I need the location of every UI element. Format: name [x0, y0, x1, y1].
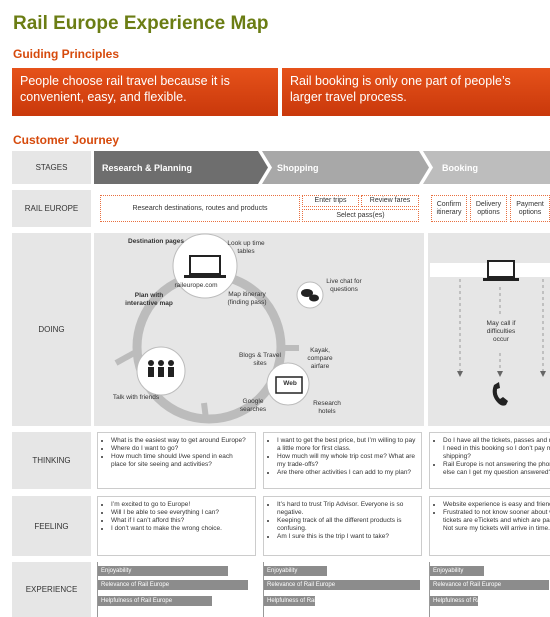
stage-shopping: Shopping [277, 162, 319, 173]
list-item: I’m excited to go to Europe! [111, 501, 250, 509]
list-item: else can I get my question answered? [443, 469, 550, 476]
label-kayak: Kayak, compare airfare [307, 347, 333, 370]
customer-journey-heading: Customer Journey [13, 133, 120, 147]
list-item: I don’t want to make the wrong choice. [111, 525, 250, 533]
label-google: Google searches [239, 398, 267, 413]
list-item: Am I sure this is the trip I want to tak… [277, 533, 416, 541]
principle-1: People choose rail travel because it is … [12, 68, 278, 116]
phone-icon [492, 382, 508, 406]
thinking-card-booking: Do I have all the tickets, passes and m … [429, 432, 550, 489]
label-plan-map: Plan with interactive map [125, 292, 173, 307]
thinking-card-shopping: I want to get the best price, but I’m wi… [263, 432, 422, 489]
list-item: How much will my whole trip cost me? Wha… [277, 453, 416, 469]
list-item: Not sure my tickets will arrive in time. [443, 525, 550, 532]
enjoyability-bar: Enjoyability [430, 566, 484, 576]
row-label-doing: DOING [12, 233, 91, 426]
rail-europe-select-passes: Select pass(es) [302, 209, 419, 222]
doing-booking-diagram [430, 260, 550, 406]
page-title: Rail Europe Experience Map [13, 13, 269, 34]
thinking-card-research: What is the easiest way to get around Eu… [97, 432, 256, 489]
row-label-thinking: THINKING [12, 432, 91, 489]
list-item: Website experience is easy and friend [443, 501, 550, 509]
row-label-feeling: FEELING [12, 496, 91, 556]
row-label-rail-europe: RAIL EUROPE [12, 190, 91, 227]
chat-icon [301, 289, 319, 302]
relevance-bar: Relevance of Rail Europe [264, 580, 420, 590]
row-label-experience: EXPERIENCE [12, 562, 91, 617]
list-item: shipping? [443, 453, 471, 460]
list-item: Are there other activities I can add to … [277, 469, 416, 477]
list-item: What if I can’t afford this? [111, 517, 250, 525]
label-web: Web [283, 380, 297, 387]
principle-2: Rail booking is only one part of people’… [282, 68, 550, 116]
list-item: Will I be able to see everything I can? [111, 509, 250, 517]
helpfulness-bar: Helpfulness of Rail Europe [264, 596, 338, 606]
experience-axis-shopping [263, 562, 264, 617]
web-browser-icon [275, 376, 303, 394]
stage-arrow-booking [423, 151, 550, 184]
list-item: Frustrated to not know sooner about w [443, 509, 550, 517]
list-item: I want to get the best price, but I’m wi… [277, 437, 416, 453]
stage-booking: Booking [442, 162, 478, 173]
rail-europe-research: Research destinations, routes and produc… [100, 195, 300, 222]
rail-europe-review-fares: Review fares [361, 195, 419, 207]
list-item: How much time should I/we spend in each … [111, 453, 250, 469]
list-item: It’s hard to trust Trip Advisor. Everyon… [277, 501, 416, 517]
laptop-icon [184, 255, 226, 278]
row-label-stages: STAGES [12, 151, 91, 184]
enjoyability-bar: Enjoyability [264, 566, 327, 576]
stage-arrow-research [94, 151, 268, 184]
experience-axis-research [97, 562, 98, 617]
stage-research-planning: Research & Planning [102, 162, 193, 173]
list-item: Where do I want to go? [111, 445, 250, 453]
experience-axis-booking [429, 562, 430, 617]
rail-europe-confirm-itinerary: Confirm itinerary [431, 195, 467, 222]
feeling-card-research: I’m excited to go to Europe! Will I be a… [97, 496, 256, 556]
doing-cycle-diagram [114, 233, 324, 424]
label-look-up: Look up time tables [227, 240, 265, 255]
label-map-itinerary: Map itinerary (finding pass) [227, 291, 267, 306]
label-blogs: Blogs & Travel sites [239, 352, 281, 367]
people-icon [148, 360, 174, 377]
helpfulness-bar: Helpfulness of Rail Europe [98, 596, 212, 606]
rail-europe-payment-options: Payment options [510, 195, 550, 222]
relevance-bar: Relevance of Rail Europe [98, 580, 248, 590]
feeling-card-booking: Website experience is easy and friend Fr… [429, 496, 550, 556]
list-item: I need in this booking so I don’t pay m [443, 445, 550, 452]
list-item: What is the easiest way to get around Eu… [111, 437, 250, 445]
label-destination-pages: Destination pages [128, 238, 184, 245]
rail-europe-delivery-options: Delivery options [470, 195, 507, 222]
laptop-icon-booking [483, 260, 519, 281]
rail-europe-enter-trips: Enter trips [302, 195, 359, 207]
helpfulness-bar: Helpfulness of Rail Europe [430, 596, 504, 606]
list-item: Rail Europe is not answering the phon [443, 461, 550, 469]
list-item: Do I have all the tickets, passes and m [443, 437, 550, 445]
label-talk-friends: Talk with friends [112, 394, 160, 401]
label-live-chat: Live chat for questions [326, 278, 362, 293]
enjoyability-bar: Enjoyability [98, 566, 228, 576]
feeling-card-shopping: It’s hard to trust Trip Advisor. Everyon… [263, 496, 422, 556]
label-may-call: May call if difficulties occur [486, 320, 516, 343]
guiding-principles-heading: Guiding Principles [13, 47, 120, 61]
stage-arrow-shopping [262, 151, 429, 184]
list-item: tickets are eTickets and which are pa [443, 517, 550, 524]
relevance-bar: Relevance of Rail Europe [430, 580, 549, 590]
list-item: Keeping track of all the different produ… [277, 517, 416, 533]
stage-arrows [94, 151, 550, 184]
label-raileurope-site: raileurope.com [174, 282, 218, 289]
label-research-hotels: Research hotels [313, 400, 341, 415]
